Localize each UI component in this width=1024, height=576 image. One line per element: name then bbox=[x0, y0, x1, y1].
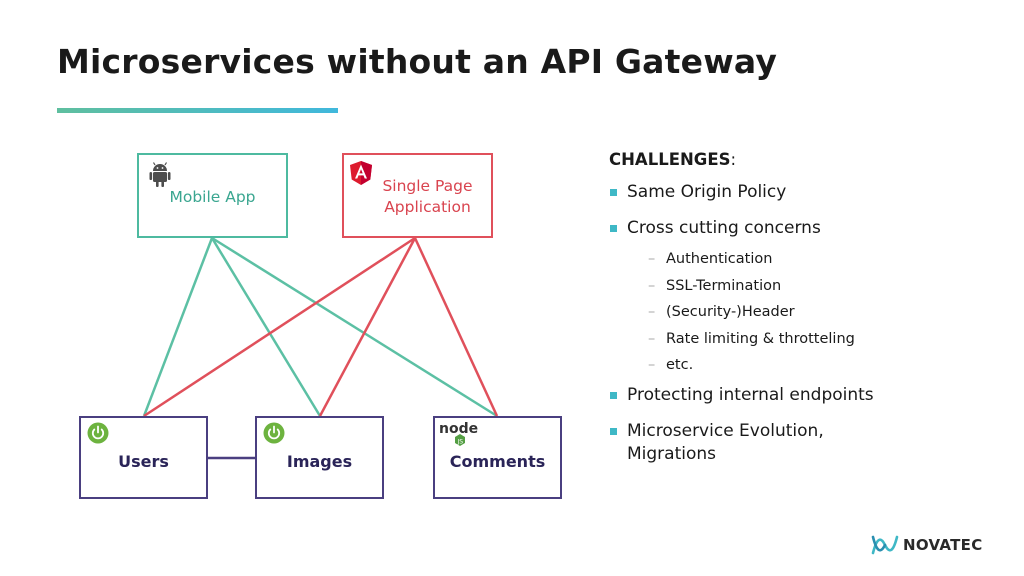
dash-icon: – bbox=[648, 357, 656, 373]
challenge-text: Cross cutting concerns bbox=[627, 218, 821, 238]
cross-cutting-sub-list: – Authentication – SSL-Termination – (Se… bbox=[609, 250, 1009, 374]
edge-mobile-comments bbox=[211, 236, 498, 418]
bullet-square-icon bbox=[610, 392, 617, 399]
challenge-item: Protecting internal endpoints bbox=[609, 384, 1009, 407]
svg-text:JS: JS bbox=[457, 439, 464, 446]
bullet-square-icon bbox=[610, 428, 617, 435]
sub-item: – Authentication bbox=[609, 250, 1009, 268]
sub-item-text: etc. bbox=[666, 357, 694, 373]
sub-item: – Rate limiting & throtteling bbox=[609, 330, 1009, 348]
challenge-item: Microservice Evolution, Migrations bbox=[609, 420, 897, 466]
bullet-square-icon bbox=[610, 225, 617, 232]
spa-label-line1: Single Page bbox=[382, 177, 473, 195]
edge-mobile-users bbox=[142, 237, 214, 417]
svg-text:node: node bbox=[439, 421, 478, 437]
bullet-square-icon bbox=[610, 189, 617, 196]
sub-item-text: Authentication bbox=[666, 251, 773, 267]
challenges-heading-colon: : bbox=[730, 150, 737, 169]
challenge-text: Microservice Evolution, Migrations bbox=[627, 421, 824, 464]
challenge-item: Same Origin Policy bbox=[609, 181, 1009, 204]
sub-item: – etc. bbox=[609, 356, 1009, 374]
challenge-text: Protecting internal endpoints bbox=[627, 385, 874, 405]
edge-spa-images bbox=[318, 237, 417, 417]
edge-spa-users bbox=[143, 236, 416, 418]
dash-icon: – bbox=[648, 304, 656, 320]
challenges-heading: CHALLENGES: bbox=[609, 150, 1009, 169]
dash-icon: – bbox=[648, 330, 656, 347]
angular-icon bbox=[350, 161, 372, 185]
brand-name: NOVATEC bbox=[903, 536, 983, 554]
users-label: Users bbox=[118, 452, 169, 471]
mobile-app-label: Mobile App bbox=[169, 188, 256, 206]
challenges-panel: CHALLENGES: Same Origin Policy Cross cut… bbox=[609, 150, 1009, 479]
sub-item: – SSL-Termination bbox=[609, 277, 1009, 295]
challenge-text: Same Origin Policy bbox=[627, 182, 787, 202]
title-underline bbox=[57, 108, 338, 113]
android-icon bbox=[149, 162, 171, 187]
sub-item: – (Security-)Header bbox=[609, 303, 1009, 321]
challenges-heading-text: CHALLENGES bbox=[609, 150, 731, 169]
edge-spa-comments bbox=[413, 237, 499, 417]
nodejs-icon: node JS bbox=[439, 421, 478, 446]
sub-item-text: SSL-Termination bbox=[666, 277, 782, 294]
novatec-logo-icon bbox=[871, 535, 899, 555]
dash-icon: – bbox=[648, 277, 656, 294]
sub-item-text: Rate limiting & throtteling bbox=[666, 330, 855, 347]
spring-power-icon bbox=[87, 422, 109, 444]
slide-title: Microservices without an API Gateway bbox=[57, 42, 778, 81]
comments-label: Comments bbox=[449, 452, 546, 471]
users-service-node: Users bbox=[79, 416, 208, 499]
spa-label: Single Page Application bbox=[364, 176, 491, 218]
images-service-node: Images bbox=[255, 416, 384, 499]
spa-node: Single Page Application bbox=[342, 153, 493, 238]
comments-service-node: node JS Comments bbox=[433, 416, 562, 499]
dash-icon: – bbox=[648, 251, 656, 267]
edge-mobile-images bbox=[210, 237, 322, 417]
spa-label-line2: Application bbox=[384, 198, 471, 216]
sub-item-text: (Security-)Header bbox=[666, 304, 795, 320]
challenge-item: Cross cutting concerns bbox=[609, 217, 1009, 240]
spring-power-icon bbox=[263, 422, 285, 444]
mobile-app-node: Mobile App bbox=[137, 153, 288, 238]
images-label: Images bbox=[286, 452, 353, 471]
